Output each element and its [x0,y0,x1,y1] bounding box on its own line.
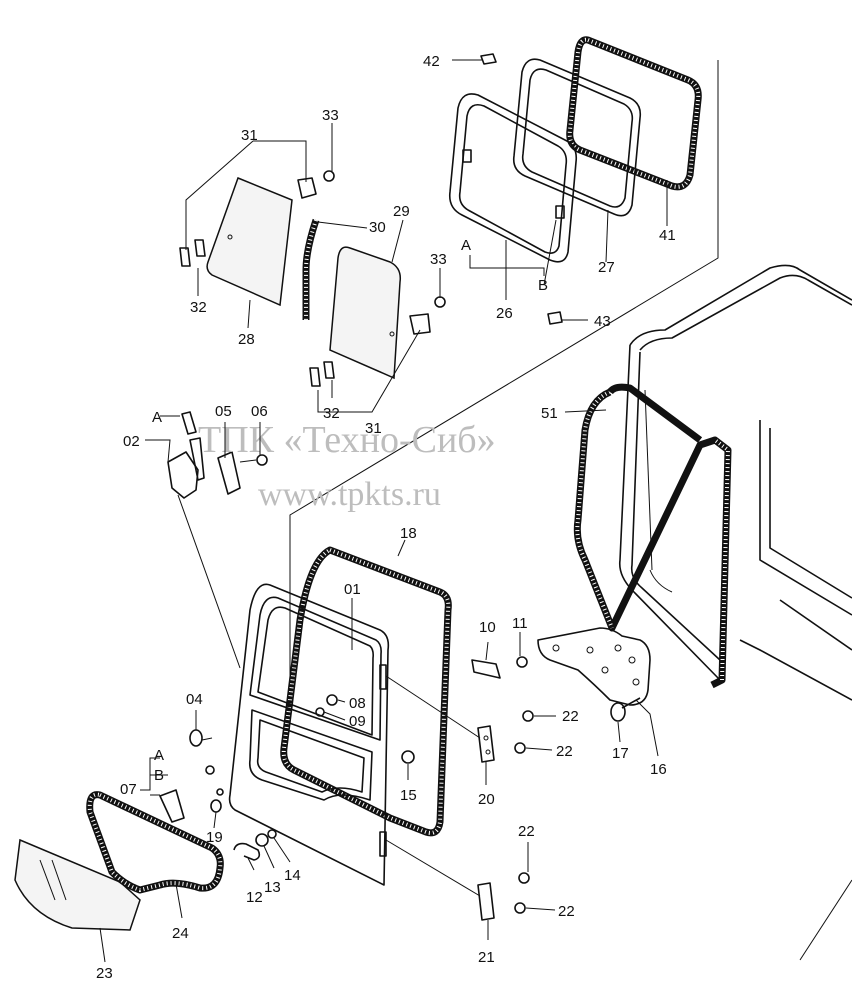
seal-41 [566,36,702,191]
label-06: 06 [251,403,268,420]
label-27: 27 [598,259,615,276]
leader-hinge-upper [385,675,481,739]
hinge-10 [471,656,528,679]
seal-51 [573,383,732,689]
clip-42 [480,53,497,65]
label-20: 20 [478,791,495,808]
label-14: 14 [284,867,301,884]
handle-12 [233,842,261,861]
latch-07 [159,765,224,823]
bolt-15 [401,750,415,764]
label-32-upper: 32 [190,299,207,316]
label-24: 24 [172,925,189,942]
latch-32-upper [179,239,335,387]
label-02: 02 [123,433,140,450]
leader-lines [99,59,668,963]
label-10: 10 [479,619,496,636]
seal-18 [280,546,452,837]
frame-26 [448,93,578,263]
label-01: 01 [344,581,361,598]
label-33-lower: 33 [430,251,447,268]
bolt-19 [210,799,222,813]
label-28: 28 [238,331,255,348]
label-12: 12 [246,889,263,906]
label-23: 23 [96,965,113,982]
ref-A-lock: A [152,409,162,426]
door-01 [228,583,390,886]
label-33-upper: 33 [322,107,339,124]
label-18: 18 [400,525,417,542]
leader-hinge-lower [385,839,481,897]
label-26: 26 [496,305,513,322]
label-30: 30 [369,219,386,236]
watermark-company: ТПК «Техно-Сиб» [198,419,496,461]
label-11: 11 [512,615,528,632]
ref-A-07: A [154,747,164,764]
label-13: 13 [264,879,281,896]
label-15: 15 [400,787,417,804]
clip-43 [547,311,563,325]
label-22-b: 22 [556,743,573,760]
label-22-a: 22 [562,708,579,725]
bolt-17 [610,697,641,722]
label-08: 08 [349,695,366,712]
ref-B-frame: B [538,277,548,294]
part-labels: 42 31 33 29 30 33 32 28 32 31 A B 26 27 … [96,53,676,982]
label-29: 29 [393,203,410,220]
ref-A-frame: A [461,237,471,254]
glass-23 [14,838,141,931]
glass-28 [206,177,293,307]
label-07: 07 [120,781,137,798]
lock-02 [167,411,205,499]
rail-30 [302,218,320,320]
washers-13-14 [255,829,277,847]
label-17: 17 [612,745,629,762]
label-51: 51 [541,405,558,422]
label-41: 41 [659,227,676,244]
label-21: 21 [478,949,495,966]
label-05: 05 [215,403,232,420]
label-04: 04 [186,691,203,708]
label-19: 19 [206,829,223,846]
label-42: 42 [423,53,440,70]
hinge-21 [477,872,530,921]
label-31-lower: 31 [365,420,382,437]
label-22-c: 22 [518,823,535,840]
label-09: 09 [349,713,366,730]
leader-lock-to-door [177,494,241,669]
watermark-url: www.tpkts.ru [258,476,441,513]
bumper-04 [189,729,213,747]
hinge-20 [477,710,534,763]
handle-05 [217,451,268,495]
label-32-lower: 32 [323,405,340,422]
cab-body [618,264,852,961]
seal-24 [86,791,224,894]
frame-27 [512,58,642,217]
glass-29 [329,246,402,380]
label-43: 43 [594,313,611,330]
plate-16 [537,627,651,706]
label-31-upper: 31 [241,127,258,144]
ref-B-07: B [154,767,164,784]
label-22-d: 22 [558,903,575,920]
label-16: 16 [650,761,667,778]
